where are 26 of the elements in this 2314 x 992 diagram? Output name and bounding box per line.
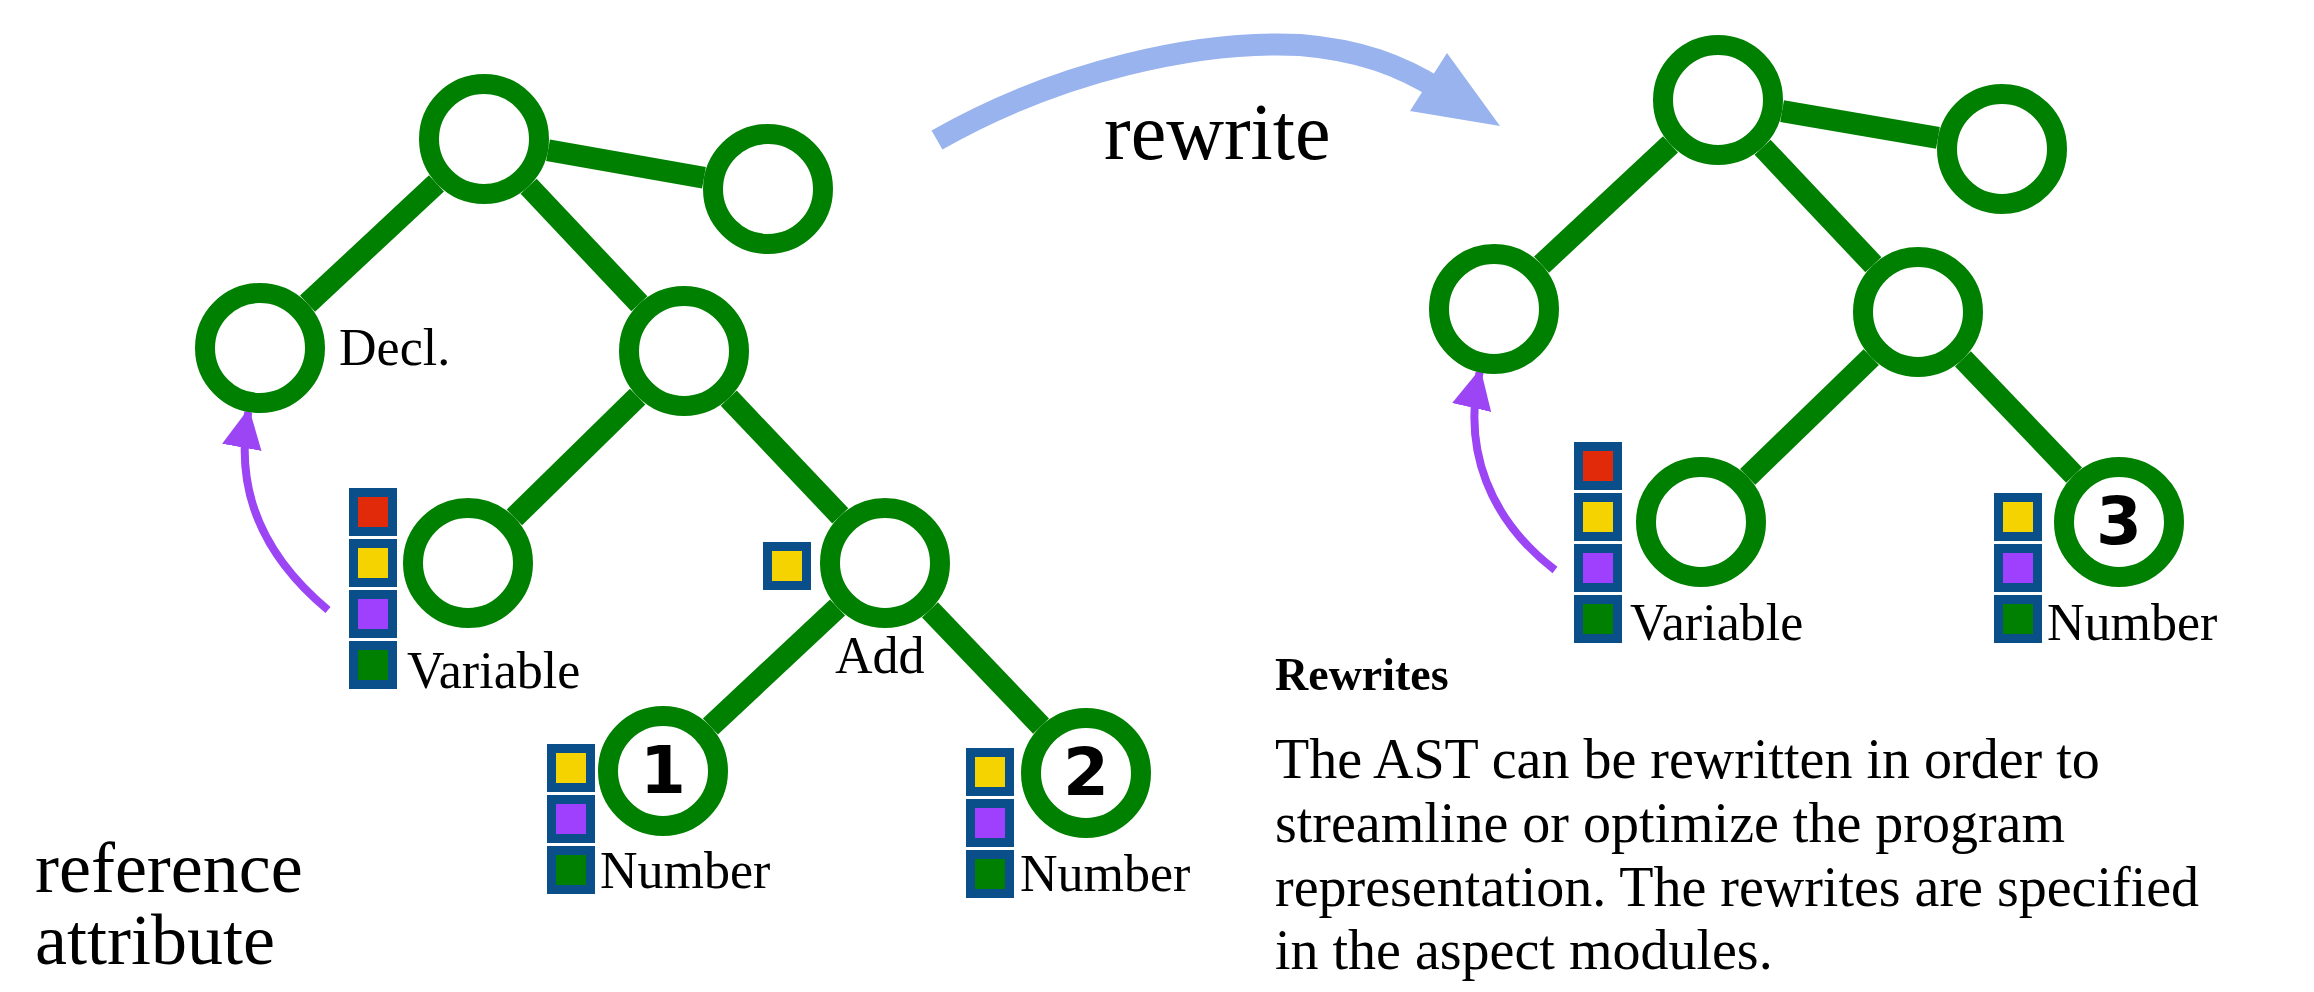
node-type-label: Decl. [339,322,451,374]
node-type-label: Number [1020,848,1191,900]
node-type-label: Add [835,630,925,682]
tree-edge [922,602,1049,734]
node-value: 3 [2096,489,2142,555]
tree-edge [300,175,444,312]
node-value: 2 [1063,740,1109,806]
node-value: 1 [640,738,686,804]
annotation-text: reference attribute [35,832,304,976]
tree-edge [1780,100,1940,149]
tree-edge [546,139,706,189]
tree-edge [702,599,846,735]
section-heading: Rewrites [1275,650,1449,701]
arrow-label: rewrite [1104,88,1331,176]
tree-edge [1754,139,1882,273]
tree-edge [1955,351,2082,483]
tree-edge [1534,136,1678,273]
tree-edge [506,388,646,526]
node-type-label: Number [2047,597,2218,649]
tree-edge [1740,349,1879,485]
node-type-label: Variable [1630,597,1804,649]
description-paragraph: The AST can be rewritten in order to streamline or optimize the program representation. The rewrites are specified in the aspect modules. [1275,728,2201,984]
tree-edge [720,390,849,524]
node-type-label: Variable [407,645,581,697]
node-type-label: Number [600,845,771,897]
tree-edge [520,178,648,312]
